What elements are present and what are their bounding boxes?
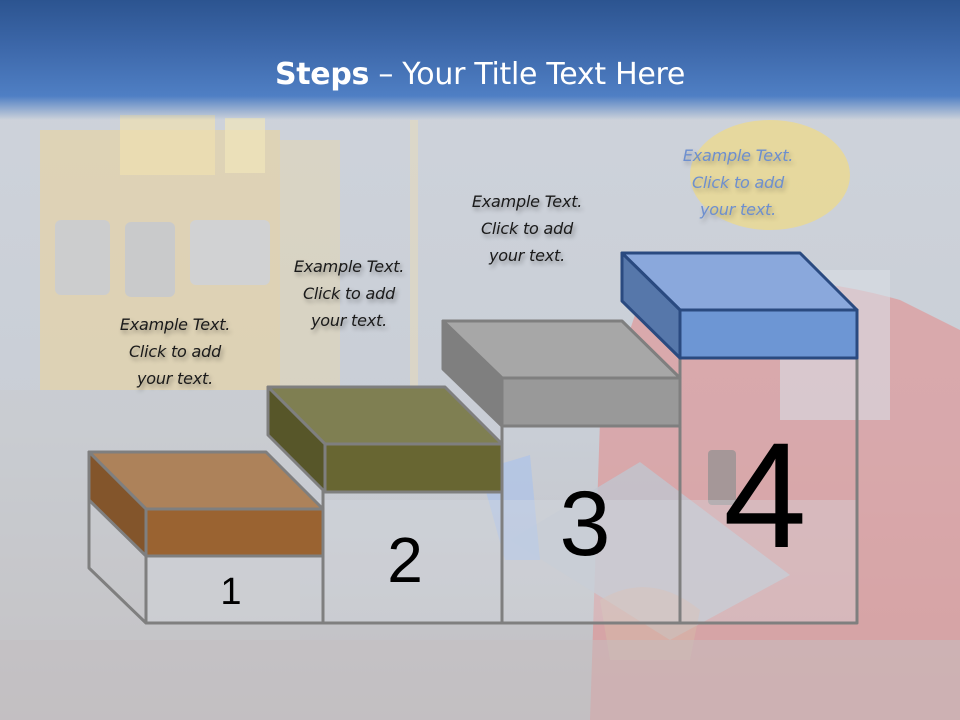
caption-line: your text. — [136, 369, 213, 388]
caption-line: Example Text. — [682, 146, 794, 165]
caption-line: Click to add — [480, 219, 574, 238]
header-band — [0, 0, 960, 120]
caption-line: Example Text. — [119, 315, 231, 334]
caption-line: your text. — [488, 246, 565, 265]
slide-title[interactable]: Steps – Your Title Text Here — [0, 52, 960, 98]
caption-line: your text. — [310, 311, 387, 330]
step-2-number: 2 — [387, 524, 423, 596]
step-1-front-face — [144, 507, 325, 558]
step-4-block[interactable] — [620, 251, 859, 360]
caption-line: Example Text. — [293, 257, 405, 276]
step-4-front-face — [678, 308, 859, 360]
step-1-caption[interactable]: Example Text. Click to add your text. — [90, 311, 260, 392]
step-1-block[interactable] — [87, 450, 325, 558]
step-2-block[interactable] — [266, 385, 504, 494]
step-3-block[interactable] — [441, 319, 682, 428]
step-4-caption[interactable]: Example Text. Click to add your text. — [653, 142, 823, 223]
caption-line: Click to add — [691, 173, 785, 192]
step-2-front-face — [323, 442, 504, 494]
caption-line: Click to add — [128, 342, 222, 361]
title-bold-part: Steps — [274, 57, 370, 92]
step-1-number: 1 — [220, 571, 242, 613]
step-3-caption[interactable]: Example Text. Click to add your text. — [442, 188, 612, 269]
step-2-caption[interactable]: Example Text. Click to add your text. — [264, 253, 434, 334]
title-rest: – Your Title Text Here — [369, 57, 686, 92]
step-3-number: 3 — [559, 473, 611, 575]
step-4-number: 4 — [723, 411, 807, 579]
step-3-front-face — [500, 376, 682, 428]
caption-line: your text. — [699, 200, 776, 219]
caption-line: Example Text. — [471, 192, 583, 211]
caption-line: Click to add — [302, 284, 396, 303]
